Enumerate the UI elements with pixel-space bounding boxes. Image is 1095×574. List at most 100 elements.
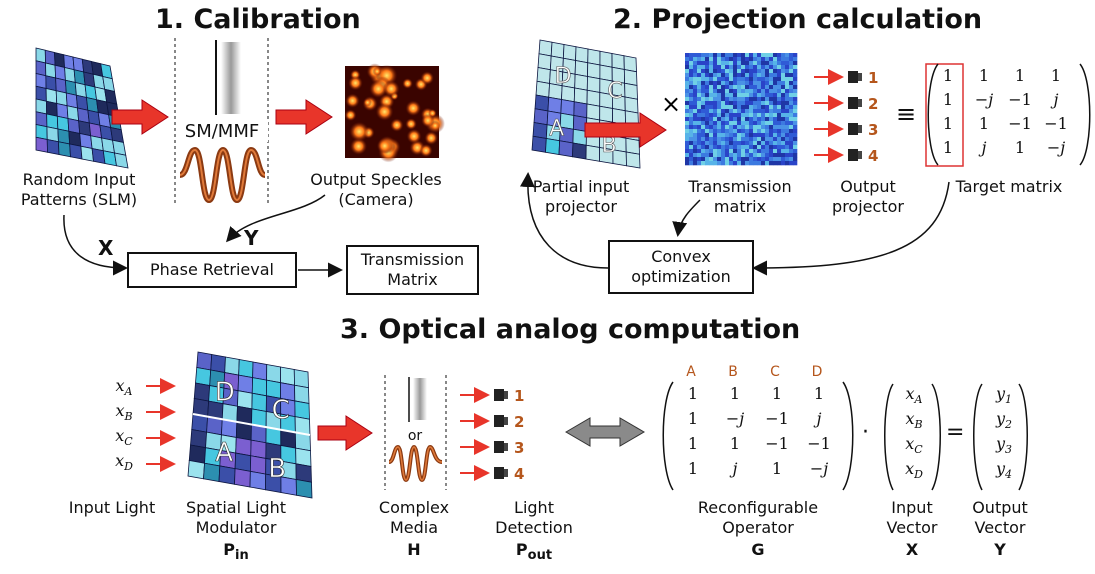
tm-cell: [793, 69, 798, 74]
speckle-image: [344, 63, 445, 163]
tm-cell: [757, 57, 762, 62]
tm-cell: [705, 81, 710, 86]
tm-cell: [753, 61, 758, 66]
tm-cell: [697, 73, 702, 78]
tm-cell: [689, 73, 694, 78]
slm-pixel: [599, 50, 613, 68]
tm-cell: [689, 65, 694, 70]
tm-cell: [785, 105, 790, 110]
tm-cell: [721, 157, 726, 162]
tm-cell: [725, 161, 730, 166]
tm-cell: [773, 125, 778, 130]
input-vector-entry: xB: [905, 409, 923, 432]
tm-cell: [753, 97, 758, 102]
tm-cell: [769, 57, 774, 62]
tm-cell: [717, 121, 722, 126]
tm-cell: [761, 137, 766, 142]
tm-cell: [685, 137, 690, 142]
tm-cell: [749, 77, 754, 82]
input-light-symbol: xA: [115, 376, 133, 399]
tm-cell: [685, 73, 690, 78]
tm-cell: [717, 101, 722, 106]
tm-cell: [721, 97, 726, 102]
tm-cell: [737, 81, 742, 86]
slm-pixel: [625, 137, 640, 155]
tm-cell: [737, 121, 742, 126]
tm-cell: [773, 57, 778, 62]
tm-cell: [761, 89, 766, 94]
tm-cell: [701, 89, 706, 94]
tm-cell: [785, 117, 790, 122]
tm-cell: [737, 153, 742, 158]
slm-pixel: [533, 108, 549, 126]
operator-column-header: C: [770, 364, 780, 380]
slm-pixel: [624, 96, 639, 114]
red-arrow-slm-fiber: [111, 99, 169, 135]
tm-cell: [793, 129, 798, 134]
tm-cell: [733, 157, 738, 162]
tm-cell: [713, 105, 718, 110]
tm-cell: [741, 93, 746, 98]
operator-column-header: B: [728, 364, 738, 380]
tm-cell: [765, 61, 770, 66]
tm-cell: [701, 137, 706, 142]
tm-cell: [793, 137, 798, 142]
tm-cell: [725, 133, 730, 138]
tm-cell: [717, 65, 722, 70]
slm-pixel: [188, 444, 206, 464]
tm-cell: [781, 97, 786, 102]
tm-cell: [781, 113, 786, 118]
tm-cell: [737, 77, 742, 82]
tm-cell: [769, 121, 774, 126]
tm-cell: [717, 69, 722, 74]
tm-cell: [729, 101, 734, 106]
tm-cell: [785, 161, 790, 166]
tm-cell: [693, 105, 698, 110]
tm-cell: [777, 157, 782, 162]
slm-pixel: [238, 359, 254, 379]
tm-cell: [737, 141, 742, 146]
tm-cell: [701, 145, 706, 150]
tm-cell: [785, 149, 790, 154]
detector-icon: [494, 389, 504, 401]
tm-cell: [793, 149, 798, 154]
tm-cell: [725, 109, 730, 114]
tm-cell: [785, 129, 790, 134]
tm-cell: [697, 157, 702, 162]
tm-cell: [757, 109, 762, 114]
tm-cell: [729, 69, 734, 74]
tm-cell: [685, 97, 690, 102]
tm-cell: [785, 53, 790, 58]
tm-cell: [697, 77, 702, 82]
tm-cell: [773, 137, 778, 142]
slm-cell-label: B: [268, 454, 286, 484]
tm-cell: [745, 57, 750, 62]
tm-cell: [705, 161, 710, 166]
slm-pixel: [234, 452, 252, 472]
tm-cell: [741, 125, 746, 130]
slm-random-pattern: [35, 47, 129, 169]
tm-cell: [689, 53, 694, 58]
slm-pixel: [69, 143, 83, 160]
detector-icon: [504, 391, 508, 399]
tm-cell: [789, 73, 794, 78]
tm-cell: [741, 65, 746, 70]
slm-pixel: [586, 103, 601, 121]
tm-cell: [713, 85, 718, 90]
slm-pixel: [190, 429, 208, 449]
slm-pixel: [586, 76, 601, 93]
operator-matrix-cell: −1: [765, 434, 789, 453]
tm-cell: [689, 77, 694, 82]
tm-cell: [709, 77, 714, 82]
tm-cell: [785, 65, 790, 70]
tm-cell: [685, 81, 690, 86]
output-vector-entry: y4: [995, 459, 1013, 482]
tm-cell: [741, 153, 746, 158]
tm-cell: [773, 53, 778, 58]
tm-cell: [693, 69, 698, 74]
tm-cell: [741, 129, 746, 134]
tm-cell: [765, 77, 770, 82]
tm-cell: [705, 141, 710, 146]
tm-cell: [733, 57, 738, 62]
